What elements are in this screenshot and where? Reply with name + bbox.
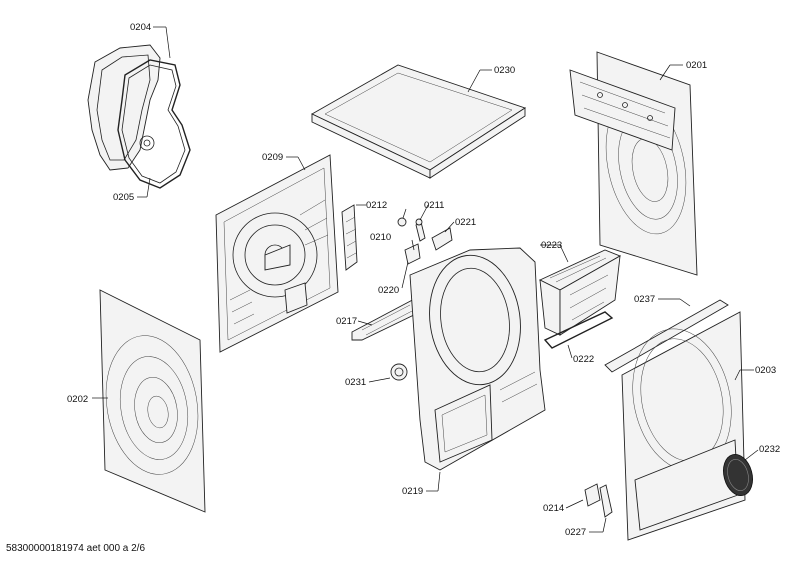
label-0237: 0237 xyxy=(634,294,655,305)
label-0205: 0205 xyxy=(113,192,134,203)
part-front-frame-0219 xyxy=(409,247,546,471)
label-0203: 0203 xyxy=(755,365,776,376)
part-knob-0214 xyxy=(584,483,601,507)
label-0220: 0220 xyxy=(378,285,399,296)
label-0212: 0212 xyxy=(366,200,387,211)
part-trim-0227 xyxy=(599,484,613,518)
label-0219: 0219 xyxy=(402,486,423,497)
label-0221: 0221 xyxy=(455,217,476,228)
leader-lines xyxy=(92,26,759,533)
label-0222: 0222 xyxy=(573,354,594,365)
part-gasket-0204 xyxy=(87,44,161,171)
label-0227: 0227 xyxy=(565,527,586,538)
label-0202: 0202 xyxy=(67,394,88,405)
label-0231: 0231 xyxy=(345,377,366,388)
label-0204: 0204 xyxy=(130,22,151,33)
drawing-reference-code: 58300000181974 aet 000 a 2/6 xyxy=(6,543,146,554)
part-pin-0211 xyxy=(415,218,426,242)
part-hinge-0212 xyxy=(341,204,358,271)
part-gasket-0205 xyxy=(117,59,191,189)
label-0201: 0201 xyxy=(686,60,707,71)
part-lock-0220 xyxy=(404,239,421,265)
label-0214: 0214 xyxy=(543,503,564,514)
part-top-cover-0230 xyxy=(311,64,527,179)
part-pulley-0231 xyxy=(390,363,408,381)
label-0217: 0217 xyxy=(336,316,357,327)
part-screw-0210 xyxy=(397,217,407,227)
part-side-panel-0202 xyxy=(99,289,206,513)
part-seal-0222 xyxy=(543,311,614,349)
part-latch-0221 xyxy=(431,227,453,251)
part-side-panel-0201 xyxy=(569,51,698,276)
part-grille-0232 xyxy=(723,453,753,497)
label-0210: 0210 xyxy=(370,232,391,243)
part-strip-0237 xyxy=(604,299,729,373)
label-0209: 0209 xyxy=(262,152,283,163)
label-0230: 0230 xyxy=(494,65,515,76)
part-filter-0223 xyxy=(538,249,622,336)
part-labels: 0204 0205 0230 0201 0209 0212 0211 0210 … xyxy=(67,22,780,538)
label-0223: 0223 xyxy=(541,240,562,251)
label-0211: 0211 xyxy=(424,200,444,211)
part-rear-panel-0209 xyxy=(215,154,339,353)
label-0232: 0232 xyxy=(759,444,780,455)
